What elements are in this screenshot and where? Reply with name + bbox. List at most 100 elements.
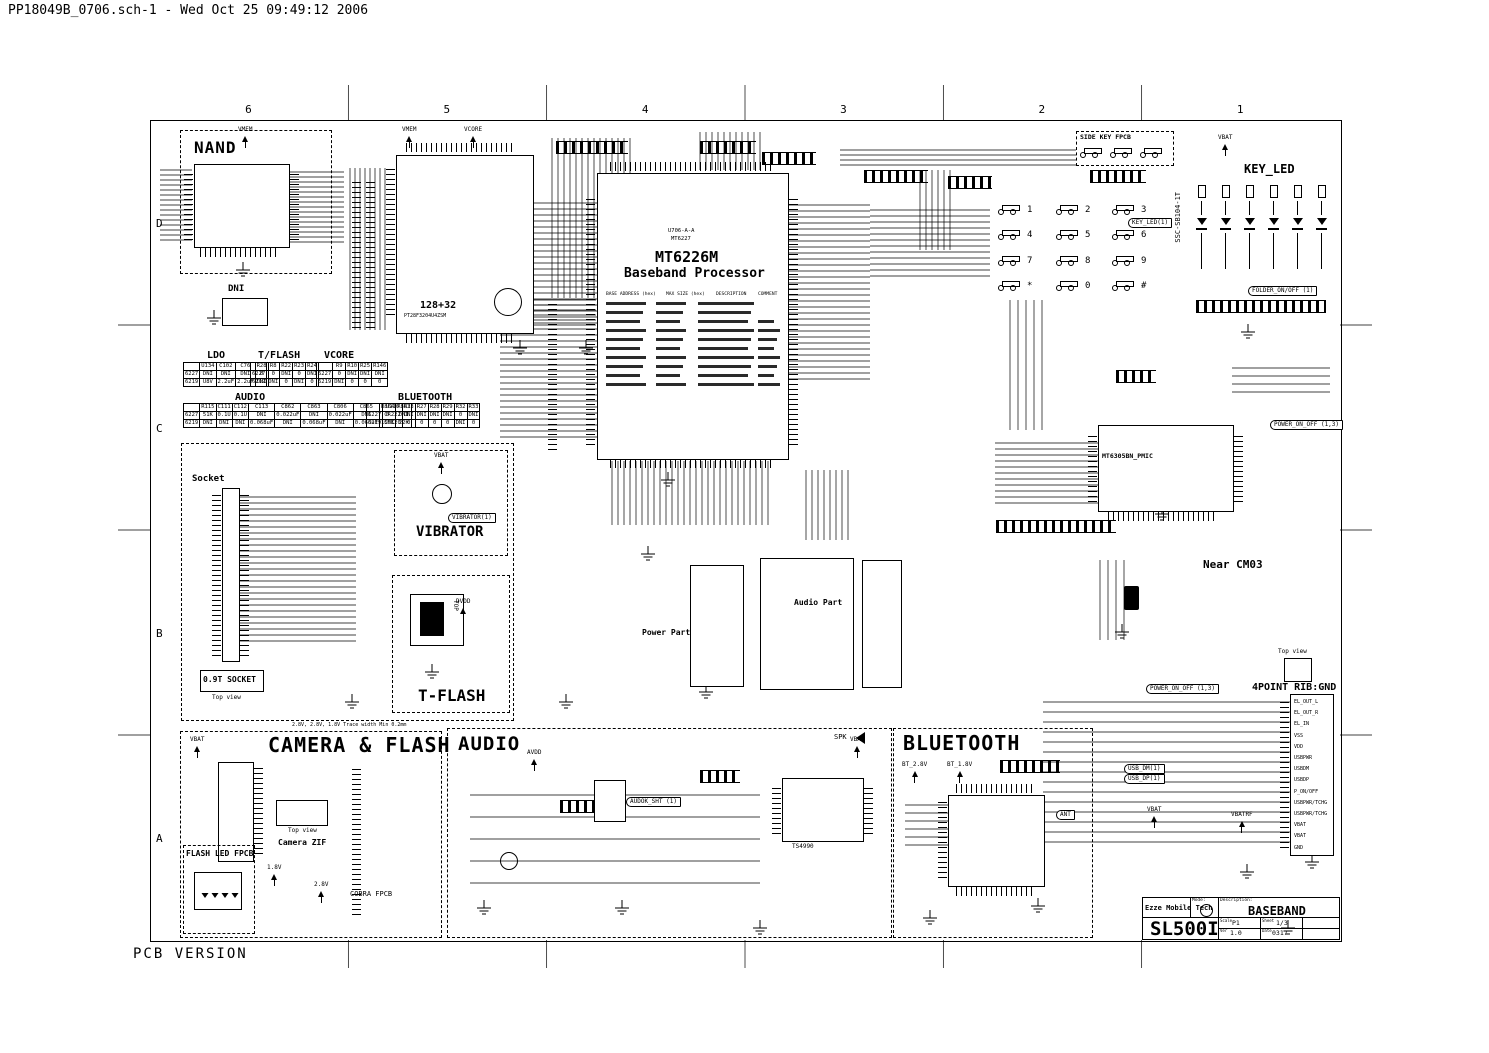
mic-circle: [500, 852, 518, 870]
table-cell: 0: [401, 419, 416, 428]
table-cell: R9: [332, 362, 347, 371]
title-block: [1142, 897, 1340, 940]
table-cell: R146: [371, 362, 389, 371]
page-title: PP18049B_0706.sch-1 - Wed Oct 25 09:49:1…: [8, 3, 369, 18]
vcc-arrow-icon: [1222, 141, 1229, 150]
led-column: [1316, 185, 1327, 269]
table-cell: DNI: [215, 370, 237, 379]
table-cell: [249, 362, 268, 371]
psram-pins-top: [406, 143, 516, 152]
pin-label: EL_OUT_R: [1294, 710, 1319, 717]
power-net-text: VBAT: [190, 736, 205, 743]
signal-flag: KEY_LED(1): [1128, 218, 1173, 228]
table-cell: C111: [215, 403, 233, 412]
ribbon-title: 4POINT RIB:GND: [1252, 682, 1337, 693]
keypad-key-label: 4: [1027, 230, 1033, 240]
pin-label: P_ON/OFF: [1294, 788, 1319, 795]
pcb-version-label: PCB VERSION: [133, 946, 248, 962]
table-cell: DNI: [247, 411, 276, 420]
keypad-key: *: [998, 281, 1032, 291]
pin-label: VBAT: [1294, 822, 1307, 829]
table-cell: [182, 403, 201, 412]
table-cell: 0.022uF: [326, 411, 354, 420]
drawing-frame: [150, 120, 1342, 942]
table-cell: DNI: [440, 411, 455, 420]
power-net-label: VBAT: [1147, 806, 1161, 828]
keypad-key-label: 8: [1085, 256, 1091, 266]
description-label: Description:: [1220, 898, 1253, 903]
table-cell: DNI: [292, 378, 307, 387]
power-part-label: Power Part: [642, 628, 691, 637]
audio-table-title: AUDIO: [235, 392, 266, 403]
power-net-text: BT_2.8V: [902, 761, 928, 768]
cobra-fpcb-label: COBRA FPCB: [350, 890, 393, 898]
vcc-arrow-icon: [531, 756, 538, 765]
power-net-text: VCORE: [464, 126, 483, 133]
battery-icon: [1124, 586, 1139, 610]
table-cell: 6219: [182, 419, 201, 428]
keypad-key-label: 0: [1085, 281, 1091, 291]
pmic-chip: [1098, 425, 1234, 512]
grid-row-label: D: [156, 216, 163, 230]
signal-flag: POWER_ON_OFF (1,3): [1270, 420, 1344, 430]
keypad-key: 1: [998, 205, 1032, 215]
cpu-rev: U706-A-A: [668, 228, 695, 234]
audio-part-chip: [760, 558, 854, 690]
led-column: [1220, 185, 1231, 269]
vcc-arrow-icon: [460, 605, 467, 614]
power-net-label: VBAT: [190, 736, 204, 758]
description-value: BASEBAND: [1248, 904, 1306, 918]
spk-label: SPK: [834, 733, 847, 741]
table-cell: [315, 362, 334, 371]
scale-label: Scale: [1220, 918, 1233, 923]
keypad-key-label: 7: [1027, 256, 1033, 266]
switch-icon: [1112, 205, 1138, 215]
camera-zif-connector: [276, 800, 328, 826]
led-icon: [1196, 218, 1207, 225]
crystal-circle: [494, 288, 522, 316]
vcc-arrow-icon: [406, 133, 413, 142]
cpu-memory-map: [606, 302, 782, 398]
power-net-label: BT_1.8V: [947, 761, 972, 783]
table-cell: R115: [199, 403, 217, 412]
nand-pins-bottom: [200, 248, 280, 257]
table-cell: C112: [231, 403, 250, 412]
flash-led-title: FLASH LED FPCB: [186, 849, 254, 858]
table-cell: R23: [292, 362, 307, 371]
vcc-arrow-icon: [242, 133, 249, 142]
ribbon-connector: [1290, 694, 1334, 856]
led-column: [1292, 185, 1303, 269]
keypad-key-label: 9: [1141, 256, 1147, 266]
switch-icon: [1056, 281, 1082, 291]
table-cell: 0.068uF: [247, 419, 276, 428]
led-icon: [1268, 218, 1279, 225]
date-value: 0317: [1272, 929, 1288, 937]
table-cell: C113: [247, 403, 276, 412]
switch-icon: [1112, 281, 1138, 291]
power-net-text: VMEM: [402, 126, 417, 133]
power-net-text: VBAT: [434, 452, 449, 459]
flash-led-connector: [194, 872, 242, 910]
socket-label: Socket: [192, 474, 225, 484]
table-cell: 0: [440, 419, 455, 428]
rf-part-chip: [862, 560, 902, 688]
table-cell: 0: [371, 378, 389, 387]
power-net-text: VBATRF: [1231, 811, 1253, 818]
led-column: [1268, 185, 1279, 269]
camera-title: CAMERA & FLASH: [268, 733, 451, 757]
keypad-key: 5: [1056, 230, 1090, 240]
vcc-arrow-icon: [956, 768, 963, 777]
table-cell: R22: [279, 362, 294, 371]
table-cell: DNI: [266, 378, 281, 387]
table-cell: R32: [453, 403, 468, 412]
vcc-arrow-icon: [438, 459, 445, 468]
cpu-subtitle: Baseband Processor: [624, 266, 765, 281]
power-net-label: VBAT: [434, 452, 448, 474]
table-cell: 6219: [365, 419, 384, 428]
switch-icon: [1112, 256, 1138, 266]
keypad-key-label: 6: [1141, 230, 1147, 240]
grid-row-label: B: [156, 626, 163, 640]
keypad-key-label: 2: [1085, 205, 1091, 215]
table-cell: R29: [440, 403, 455, 412]
